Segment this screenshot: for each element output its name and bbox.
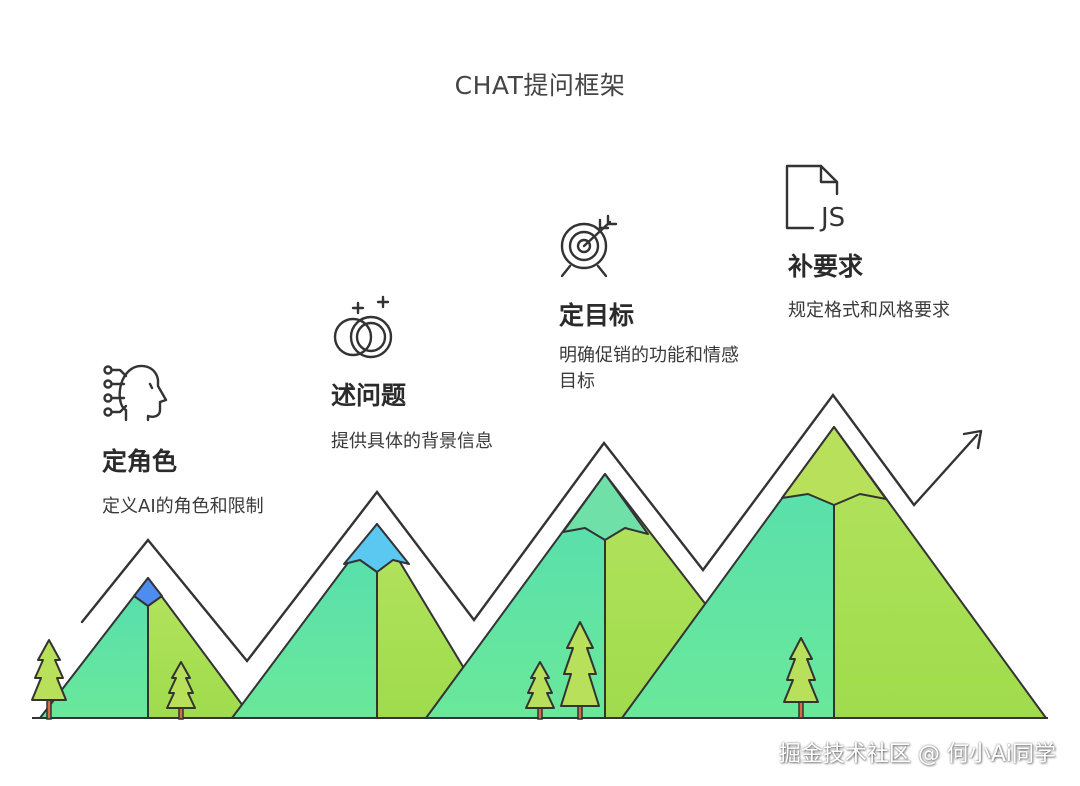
- tree-4: [560, 621, 600, 720]
- step-desc-4: 规定格式和风格要求: [788, 300, 950, 321]
- peak-cap-1: [133, 577, 163, 607]
- target-icon: [560, 214, 618, 278]
- peak-cap-3: [562, 473, 649, 541]
- step-title-4: 补要求: [788, 252, 864, 281]
- sparkle-circle-icon: [333, 295, 393, 359]
- page-title: CHAT提问框架: [454, 71, 626, 100]
- step-desc-2: 提供具体的背景信息: [331, 431, 493, 452]
- trend-arrow: [76, 384, 983, 671]
- peak-cap-4: [781, 426, 887, 506]
- step-title-1: 定角色: [102, 447, 178, 476]
- watermark: 掘金技术社区 @ 何小Ai同学: [778, 742, 1056, 767]
- tree-3: [525, 661, 555, 720]
- js-file-icon: JS: [785, 164, 845, 233]
- tree-1: [31, 639, 67, 720]
- mountain-1: [39, 577, 253, 719]
- mountain-4: [621, 426, 1047, 719]
- step-desc-3: 明确促销的功能和情感目标: [559, 345, 739, 392]
- step-title-2: 述问题: [331, 381, 407, 410]
- js-label: JS: [819, 203, 845, 233]
- step-title-3: 定目标: [559, 301, 635, 330]
- tree-5: [783, 637, 819, 719]
- peak-cap-2: [343, 523, 410, 573]
- step-desc-1: 定义AI的角色和限制: [102, 496, 264, 517]
- ai-head-icon: [103, 364, 168, 422]
- tree-2: [166, 661, 196, 720]
